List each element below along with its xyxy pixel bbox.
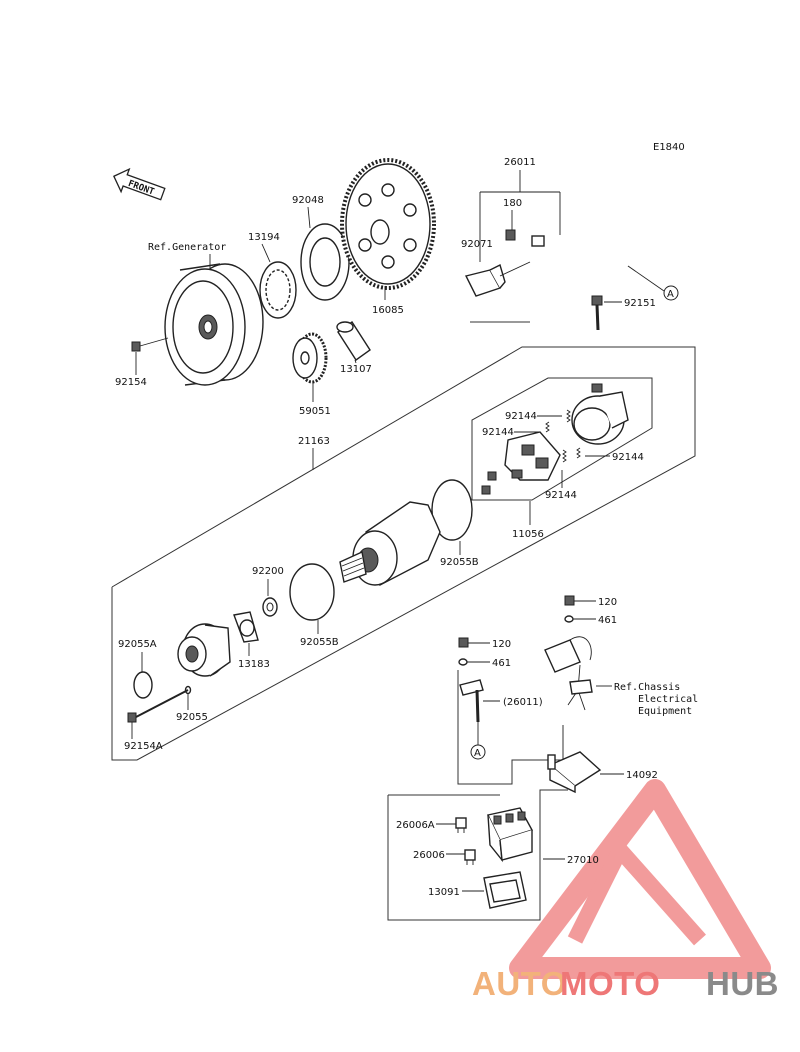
part-461-b: 461	[492, 658, 511, 669]
front-arrow-icon: FRONT	[113, 167, 166, 201]
generator-rotor	[164, 263, 264, 386]
part-92144-a: 92144	[505, 411, 537, 422]
part-92154a: 92154A	[124, 741, 163, 752]
o-ring-92055b-lower	[289, 563, 335, 621]
part-14092: 14092	[626, 770, 658, 781]
washer-461-right	[564, 615, 596, 623]
flange-92048	[300, 223, 350, 301]
watermark-moto: MOTO	[560, 965, 660, 1002]
part-180: 180	[503, 198, 522, 209]
fuse-26006a	[455, 817, 467, 833]
gear-59051	[292, 332, 328, 384]
diagram-code: E1840	[653, 142, 685, 153]
part-13091: 13091	[428, 887, 460, 898]
o-ring-92055a	[133, 671, 153, 699]
bolt-92154	[131, 337, 169, 352]
ref-generator-label: Ref.Generator	[148, 242, 226, 253]
screws	[481, 471, 497, 495]
part-26006a: 26006A	[396, 820, 435, 831]
relay-frame-27010	[387, 789, 568, 921]
cap-92071	[464, 263, 506, 297]
part-13194: 13194	[248, 232, 280, 243]
end-cover	[571, 383, 629, 445]
clutch-13194	[259, 261, 297, 319]
cover-14092	[547, 751, 602, 794]
part-13183: 13183	[238, 659, 270, 670]
part-92055a: 92055A	[118, 639, 157, 650]
ref-chassis-line2: Electrical	[638, 694, 698, 705]
part-92048: 92048	[292, 195, 324, 206]
washer-461-left	[458, 658, 490, 666]
starter-motor	[339, 501, 441, 587]
watermark-auto: AUTO	[472, 965, 567, 1002]
relay-27010	[486, 807, 534, 863]
part-26011: 26011	[504, 157, 536, 168]
callout-a-top: A	[667, 289, 674, 300]
part-92154: 92154	[115, 377, 147, 388]
part-92144-d: 92144	[545, 490, 577, 501]
part-27010: 27010	[567, 855, 599, 866]
part-16085: 16085	[372, 305, 404, 316]
relay-frame-top	[457, 670, 564, 785]
part-461-a: 461	[598, 615, 617, 626]
ref-chassis-line3: Equipment	[638, 706, 692, 717]
part-92144-b: 92144	[482, 427, 514, 438]
part-120-b: 120	[492, 639, 511, 650]
part-92055b-lower: 92055B	[300, 637, 339, 648]
plate-13183	[233, 611, 259, 643]
part-92151: 92151	[624, 298, 656, 309]
part-13107: 13107	[340, 364, 372, 375]
shaft-13107	[336, 321, 371, 361]
gear-16085	[340, 158, 436, 290]
callout-a-circle	[663, 285, 679, 301]
watermark-text: AUTO MOTO HUB	[472, 965, 779, 1002]
part-92200: 92200	[252, 566, 284, 577]
brush-holder	[504, 431, 561, 481]
lead-terminal-26011	[459, 679, 484, 745]
springs-92144	[545, 409, 581, 463]
callout-a-bottom: A	[474, 748, 481, 759]
part-21163: 21163	[298, 436, 330, 447]
ref-chassis-line1: Ref.Chassis	[614, 682, 680, 693]
part-92055: 92055	[176, 712, 208, 723]
bolt-92151	[591, 295, 603, 331]
fuse-26006	[464, 849, 476, 865]
part-92055b-upper: 92055B	[440, 557, 479, 568]
part-92071: 92071	[461, 239, 493, 250]
assembly-frame-21163	[111, 321, 696, 761]
part-120-a: 120	[598, 597, 617, 608]
front-cover	[177, 623, 231, 677]
part-59051: 59051	[299, 406, 331, 417]
relay-cable-right	[544, 636, 593, 711]
part-26011-ref: (26011)	[503, 697, 543, 708]
part-92144-c: 92144	[612, 452, 644, 463]
o-ring-92055b-upper	[431, 479, 473, 541]
watermark-hub: HUB	[706, 965, 779, 1002]
bolt-180	[505, 229, 516, 241]
bolt-120-right	[564, 595, 596, 606]
bolt-120-left	[458, 637, 490, 648]
part-11056: 11056	[512, 529, 544, 540]
wire-lead-26011	[531, 235, 630, 268]
cover-13091	[483, 871, 527, 909]
callout-a-bottom-circle	[470, 744, 486, 760]
part-26006: 26006	[413, 850, 445, 861]
subframe-11056	[471, 377, 653, 501]
watermark-logo-icon	[509, 779, 771, 979]
